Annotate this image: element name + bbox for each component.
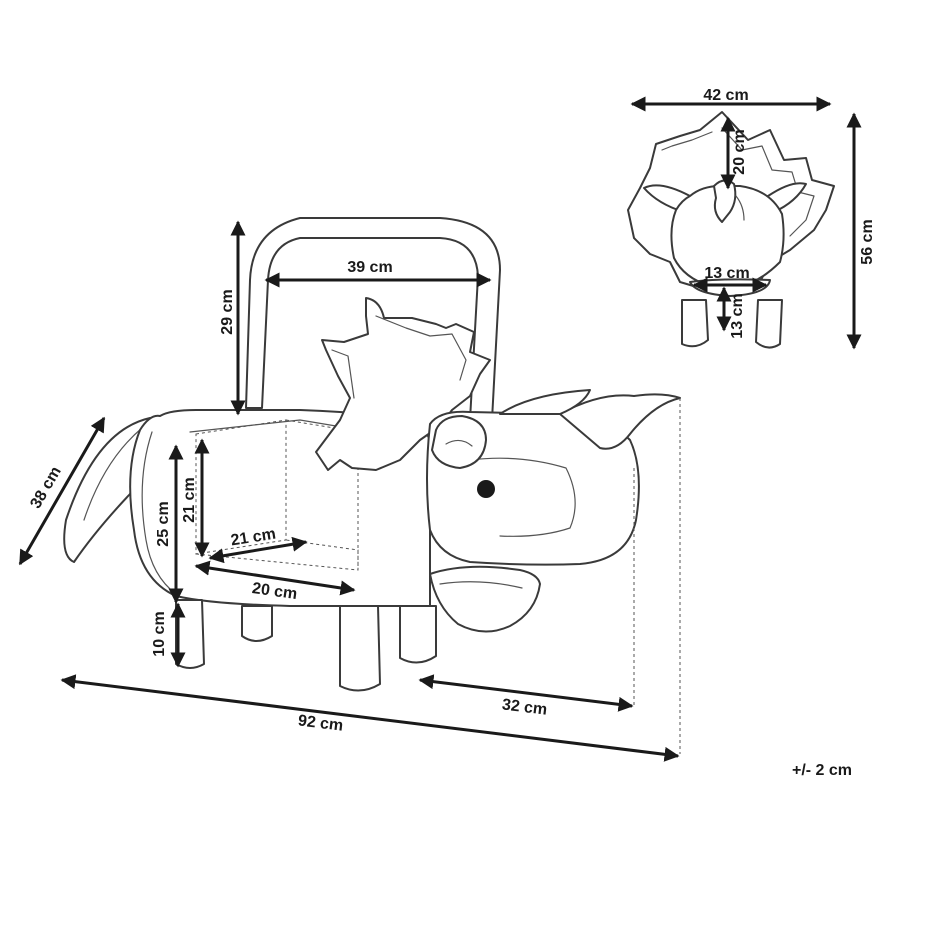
dim-25-label: 25 cm xyxy=(155,501,172,546)
front-leg-right xyxy=(755,299,783,349)
dim-10-label: 10 cm xyxy=(151,611,168,656)
dim-13h-label: 13 cm xyxy=(729,293,746,338)
dim-38-line xyxy=(18,416,106,566)
eye xyxy=(477,480,495,498)
body-seam xyxy=(141,431,177,595)
dim-32-label: 32 cm xyxy=(501,696,548,718)
side-frill-inner xyxy=(375,315,467,381)
dim-39-label: 39 cm xyxy=(347,259,392,276)
leg-front-right xyxy=(399,605,437,664)
leg-back-right xyxy=(241,605,273,642)
dim-38-label: 38 cm xyxy=(27,464,64,512)
side-back-horn xyxy=(499,389,591,415)
front-frill-inner xyxy=(721,127,815,237)
dim-21d-line xyxy=(208,536,308,564)
tolerance-note: +/- 2 cm xyxy=(792,762,852,779)
dim-20-label: 20 cm xyxy=(731,129,748,174)
side-nose-horn-inner xyxy=(445,439,473,447)
side-mouth-seam xyxy=(439,581,523,589)
side-nose-horn xyxy=(431,415,487,469)
dim-20-side-line xyxy=(194,560,356,596)
dim-21h-label: 21 cm xyxy=(181,477,198,522)
side-frill-inner-left xyxy=(331,349,355,399)
side-view xyxy=(63,217,681,754)
side-mouth xyxy=(429,565,541,633)
dim-92-line xyxy=(60,674,680,762)
dim-92-label: 92 cm xyxy=(297,712,344,734)
dim-20-side-label: 20 cm xyxy=(251,580,298,603)
dim-29-label: 29 cm xyxy=(219,289,236,334)
dim-56-label: 56 cm xyxy=(859,219,876,264)
side-head-seam xyxy=(469,457,576,537)
front-head-seam xyxy=(735,195,745,221)
dim-21d-label: 21 cm xyxy=(230,526,277,550)
front-frill-inner-left xyxy=(661,131,713,151)
dim-13w-label: 13 cm xyxy=(704,265,749,282)
side-frill xyxy=(315,297,491,471)
front-leg-left xyxy=(681,299,709,348)
dim-42-label: 42 cm xyxy=(703,87,748,104)
leg-front-left xyxy=(339,605,381,692)
front-view-dimensions: 42 cm 20 cm 56 cm 13 cm 13 cm xyxy=(630,87,876,350)
leg-back-left xyxy=(175,599,205,669)
